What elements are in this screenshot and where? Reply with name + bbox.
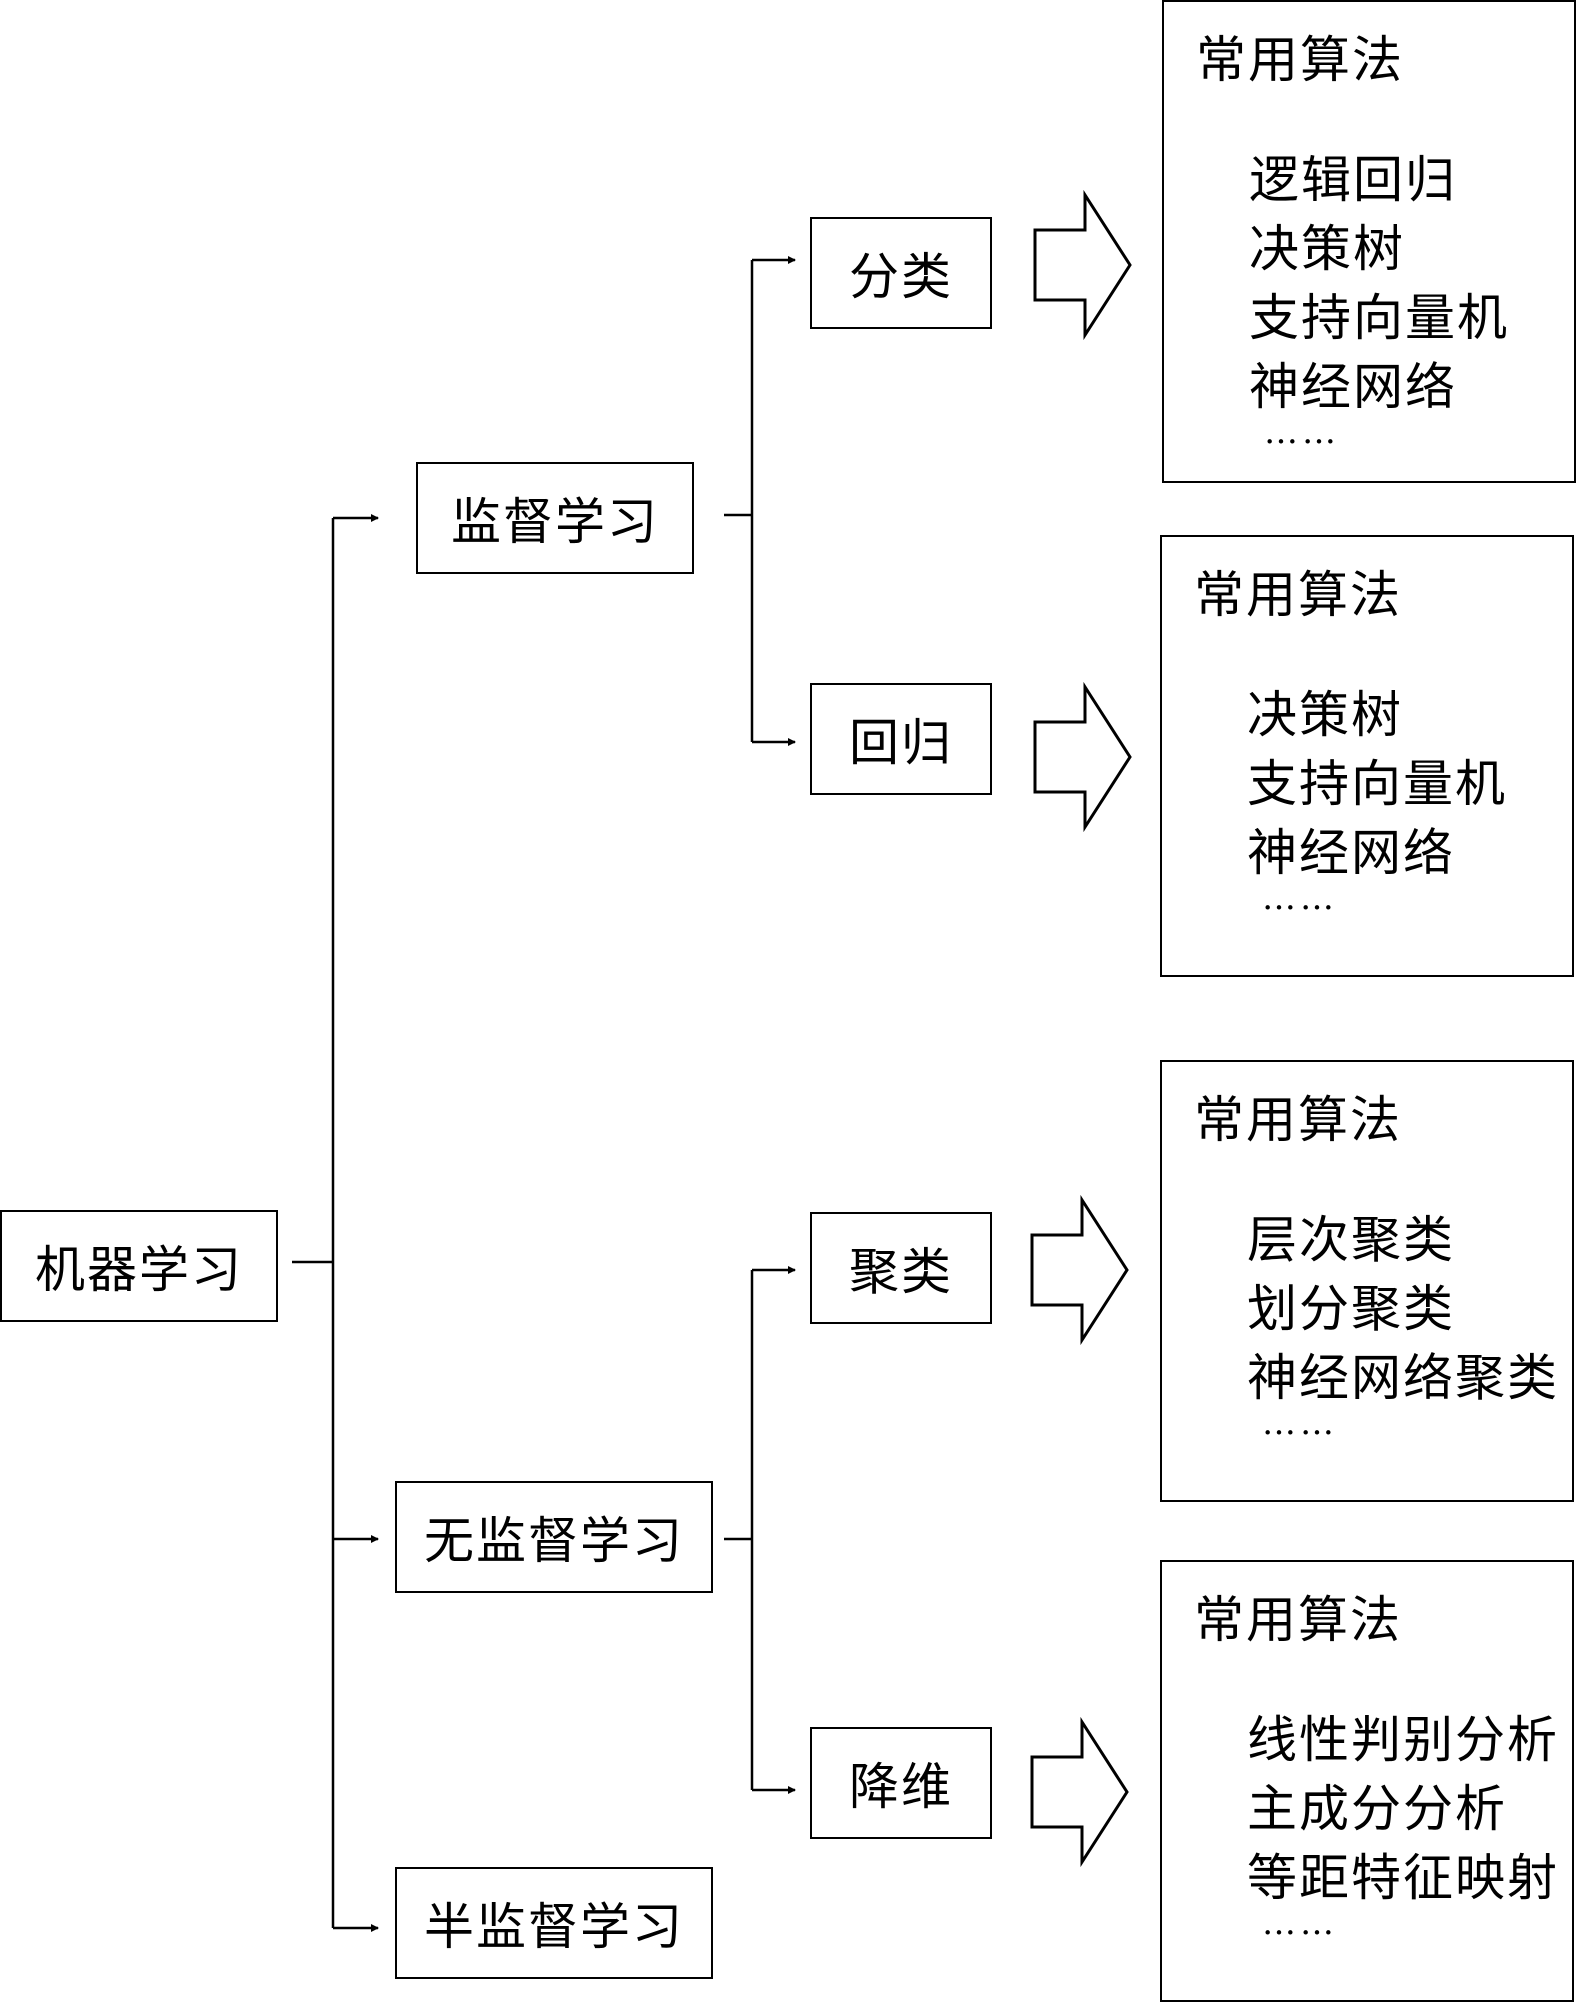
algorithm-item: 神经网络聚类	[1247, 1349, 1559, 1407]
block-arrow-clustering	[1030, 1194, 1129, 1346]
clustering-node: 聚类	[810, 1212, 992, 1324]
block-arrow-reduction	[1030, 1716, 1129, 1868]
algorithm-item: 主成分分析	[1247, 1780, 1507, 1838]
algorithms-panel-regression: 常用算法 决策树 支持向量机 神经网络 ……	[1160, 535, 1574, 977]
ellipsis: ……	[1262, 1403, 1338, 1443]
supervised-learning-node: 监督学习	[416, 462, 694, 574]
root-connector	[292, 518, 335, 1928]
algorithms-panel-clustering: 常用算法 层次聚类 划分聚类 神经网络聚类 ……	[1160, 1060, 1574, 1502]
ellipsis: ……	[1264, 412, 1340, 452]
ellipsis: ……	[1262, 1903, 1338, 1943]
algorithm-item: 决策树	[1249, 220, 1405, 278]
classification-node: 分类	[810, 217, 992, 329]
algorithms-panel-dimensionality-reduction: 常用算法 线性判别分析 主成分分析 等距特征映射 ……	[1160, 1560, 1574, 2002]
supervised-connector	[724, 260, 754, 742]
unsupervised-learning-node: 无监督学习	[395, 1481, 713, 1593]
panel-header: 常用算法	[1194, 566, 1402, 624]
dimensionality-reduction-node: 降维	[810, 1727, 992, 1839]
algorithm-item: 层次聚类	[1247, 1211, 1455, 1269]
panel-header: 常用算法	[1196, 31, 1404, 89]
algorithm-item: 神经网络	[1249, 358, 1457, 416]
algorithms-panel-classification: 常用算法 逻辑回归 决策树 支持向量机 神经网络 ……	[1162, 0, 1576, 483]
regression-node: 回归	[810, 683, 992, 795]
algorithm-item: 线性判别分析	[1247, 1711, 1559, 1769]
algorithm-item: 神经网络	[1247, 824, 1455, 882]
algorithm-item: 划分聚类	[1247, 1280, 1455, 1338]
algorithm-item: 支持向量机	[1249, 289, 1509, 347]
block-arrow-classification	[1033, 189, 1132, 341]
panel-header: 常用算法	[1194, 1091, 1402, 1149]
algorithm-item: 等距特征映射	[1247, 1849, 1559, 1907]
algorithm-item: 决策树	[1247, 686, 1403, 744]
ellipsis: ……	[1262, 878, 1338, 918]
unsupervised-connector	[724, 1270, 754, 1790]
semi-supervised-learning-node: 半监督学习	[395, 1867, 713, 1979]
algorithm-item: 支持向量机	[1247, 755, 1507, 813]
algorithm-item: 逻辑回归	[1249, 151, 1457, 209]
block-arrow-regression	[1033, 681, 1132, 833]
panel-header: 常用算法	[1194, 1591, 1402, 1649]
root-node: 机器学习	[0, 1210, 278, 1322]
